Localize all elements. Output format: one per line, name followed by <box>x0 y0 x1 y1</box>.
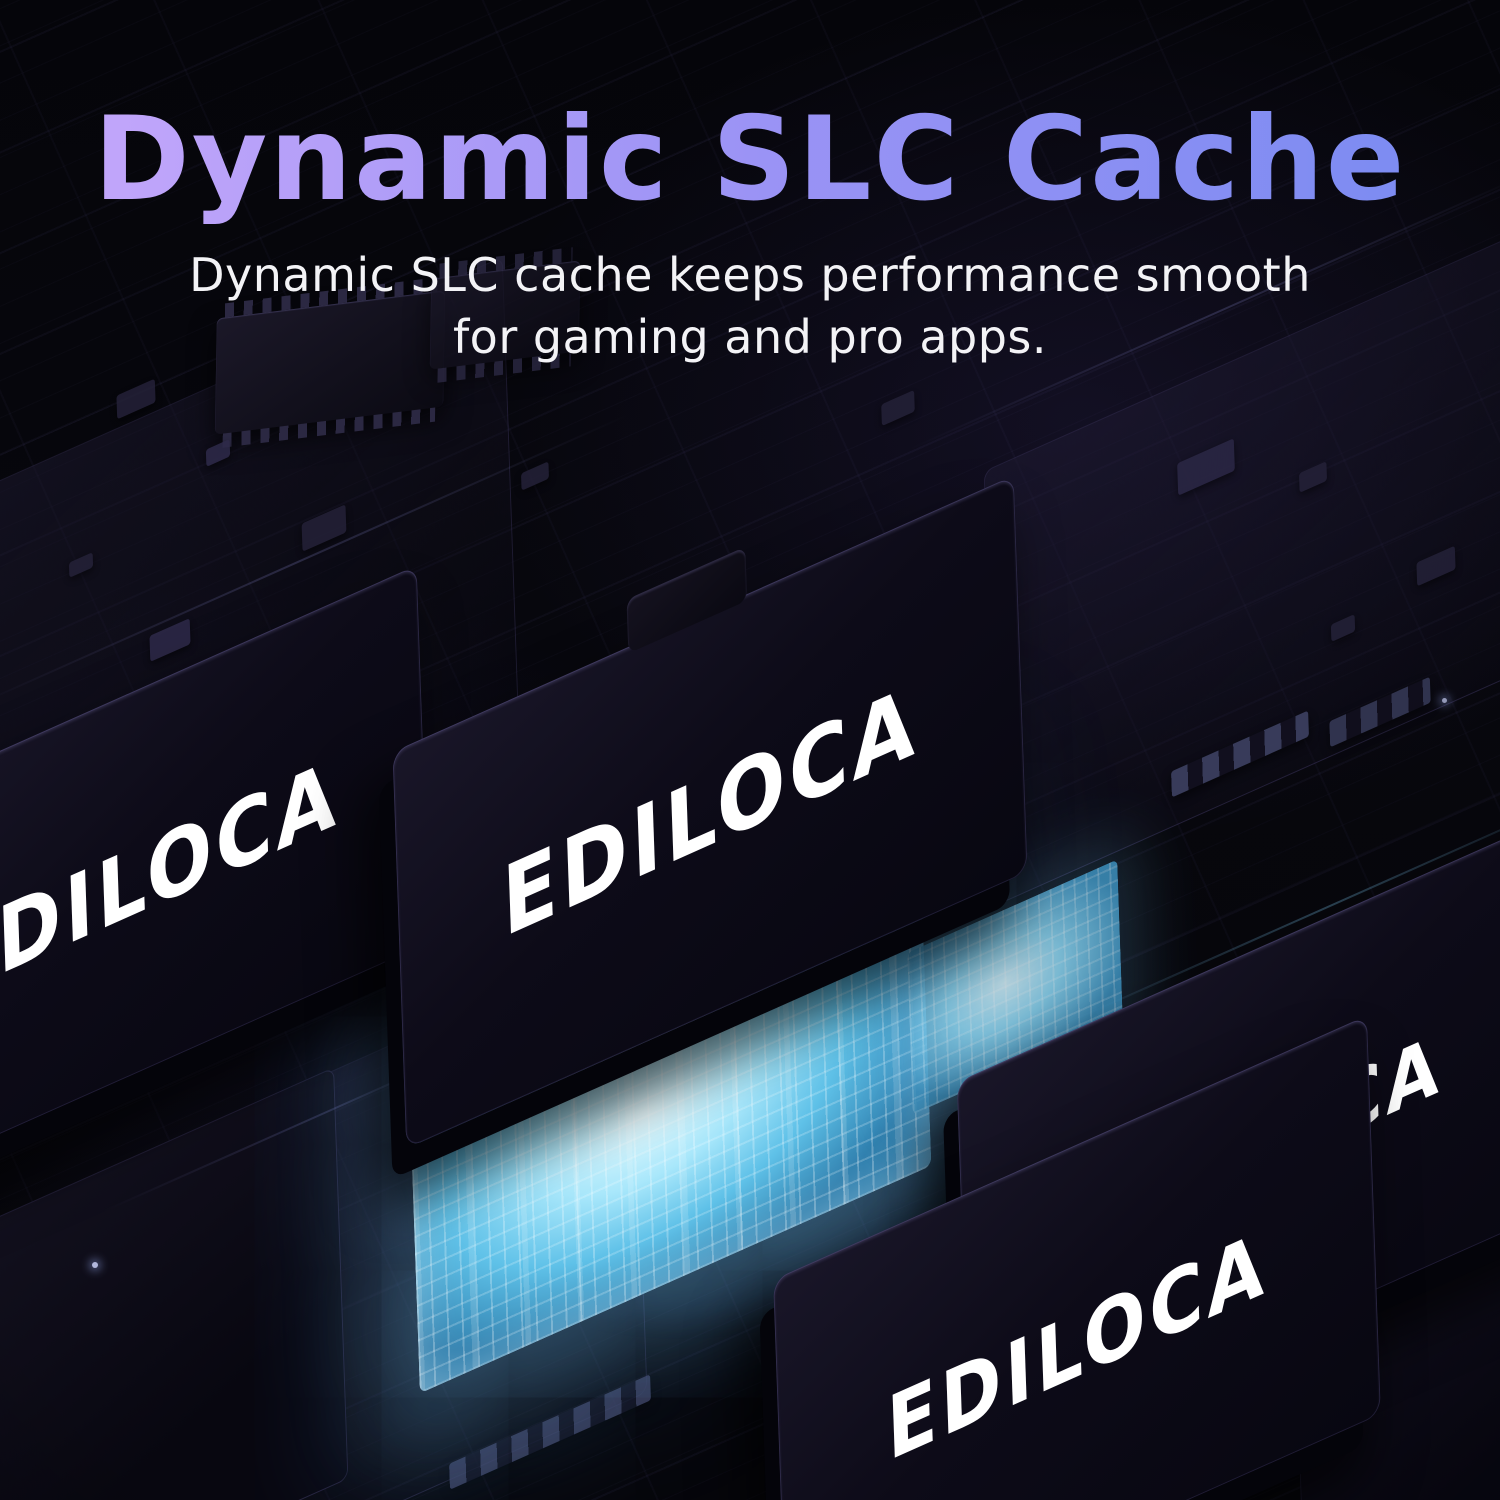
light-speck <box>92 1262 98 1268</box>
light-speck <box>1442 698 1447 703</box>
headline: Dynamic SLC Cache <box>0 92 1500 227</box>
brand-logo: EDILOCA <box>500 663 920 960</box>
brand-logo: EDILOCA <box>0 738 341 1022</box>
subheadline-line2: for gaming and pro apps. <box>452 310 1048 364</box>
subheadline-line1: Dynamic SLC cache keeps performance smoo… <box>189 248 1311 302</box>
brand-logo: EDILOCA <box>885 1211 1269 1482</box>
